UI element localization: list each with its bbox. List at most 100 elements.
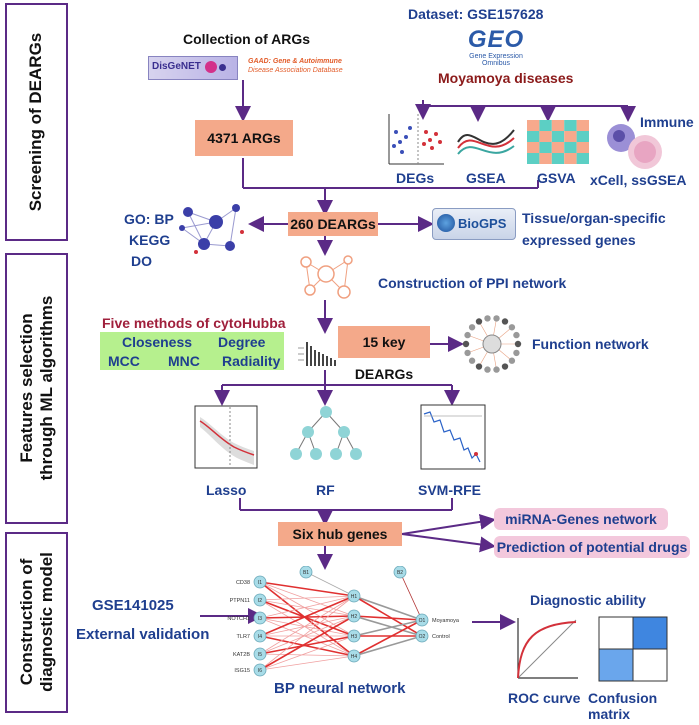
gsva-heatmap-cell — [527, 142, 540, 153]
nn-edge-hidden-output — [353, 619, 423, 637]
function-network-node — [514, 340, 522, 348]
nn-input-gene-label: CD38 — [236, 580, 250, 586]
nn-edge-input-hidden — [259, 617, 355, 657]
roc-curve-icon — [517, 618, 578, 679]
biogps-logo-icon — [437, 214, 455, 232]
nn-output-class-label: Moyamoya — [432, 618, 460, 624]
immune-cells-icon — [607, 124, 662, 169]
function-network-node — [468, 357, 476, 364]
gsva-heatmap-cell — [576, 142, 589, 153]
biogps-logo-text: BioGPS — [458, 216, 507, 231]
nn-edge-input-hidden — [259, 595, 355, 619]
nn-input-node — [253, 611, 267, 625]
nn-hidden-node — [347, 649, 361, 663]
ppi-label: Construction of PPI network — [378, 275, 567, 291]
nn-input-node — [253, 593, 267, 607]
nn-edge-hidden-output — [353, 615, 423, 637]
enrichment-kegg: KEGG — [129, 232, 171, 248]
gsva-heatmap-cell — [527, 153, 540, 164]
gaad-logo-line1: GAAD: Gene & Autoimmune — [248, 58, 342, 65]
function-network-node — [475, 318, 483, 325]
ml-rf-label: RF — [316, 482, 335, 498]
nn-edge-hidden-output — [353, 595, 423, 637]
gsva-heatmap-cell — [551, 153, 565, 164]
nn-edge-input-hidden — [259, 599, 355, 617]
nn-input-node-label: I3 — [258, 616, 262, 622]
nn-edge-input-hidden — [259, 615, 355, 637]
nn-hidden-node-label: H4 — [351, 654, 358, 660]
function-network-node — [468, 324, 476, 331]
dataset-title: Dataset: GSE157628 — [408, 6, 544, 22]
function-network-node — [508, 357, 516, 364]
args-count-box: 4371 ARGs — [195, 120, 293, 156]
disgenet-dot-icon-2 — [219, 64, 226, 71]
gsva-heatmap-cell — [576, 131, 589, 142]
gsva-heatmap-cell — [576, 120, 589, 131]
nn-edge-input-hidden — [259, 581, 355, 637]
drug-prediction-box: Prediction of potential drugs — [494, 536, 690, 558]
function-network-center — [482, 334, 502, 354]
ml-lasso-label: Lasso — [206, 482, 247, 498]
nn-hidden-node-label: H1 — [351, 594, 358, 600]
degs-label: DEGs — [396, 170, 435, 186]
nn-edge-input-hidden — [259, 635, 355, 655]
nn-edge-input-hidden — [259, 655, 355, 671]
gsva-heatmap-cell — [527, 131, 540, 142]
nn-hidden-node — [347, 609, 361, 623]
function-network-node — [464, 349, 471, 357]
ppi-network-icon — [300, 255, 353, 299]
nn-input-node-label: I5 — [258, 652, 262, 658]
disgenet-logo: DisGeNET — [148, 56, 238, 80]
section-frame-features — [5, 253, 68, 524]
function-network-node — [493, 366, 500, 373]
nn-edge-input-hidden — [259, 617, 355, 637]
tissue-label-line1: Tissue/organ-specific — [522, 210, 666, 226]
section-frame-diagnostic — [5, 532, 68, 713]
nn-bias-node-label: B2 — [397, 570, 403, 576]
bp-network-label: BP neural network — [274, 680, 406, 697]
nn-input-node-label: I6 — [258, 668, 262, 674]
dearg-count-box: 260 DEARGs — [288, 212, 378, 236]
lasso-plot-icon — [194, 405, 258, 469]
nn-edge-input-hidden — [259, 581, 355, 617]
cytohubba-radiality: Radiality — [222, 353, 281, 369]
function-network-node — [501, 318, 509, 325]
mirna-network-box: miRNA-Genes network — [494, 508, 668, 530]
roc-label: ROC curve — [508, 690, 581, 706]
degs-scatter-icon — [388, 114, 444, 165]
cytohubba-mnc: MNC — [168, 353, 200, 369]
gsva-heatmap-cell — [576, 153, 589, 164]
gsva-heatmap-cell — [564, 120, 577, 131]
key-dearg-box: 15 key DEARGs — [338, 326, 430, 382]
function-network-node — [484, 366, 491, 373]
gsva-label: GSVA — [537, 170, 576, 186]
function-network-node — [464, 331, 471, 339]
nn-edge-input-hidden — [259, 599, 355, 637]
nn-bias-node — [393, 566, 407, 579]
function-network-node — [462, 340, 470, 348]
gaad-logo-line2: Disease Association Database — [248, 67, 343, 74]
gsva-heatmap-cell — [539, 131, 552, 142]
function-network-icon — [462, 315, 522, 373]
enrichment-do: DO — [131, 253, 152, 269]
nn-edge-hidden-output — [353, 615, 423, 621]
nn-edge-hidden-output — [353, 635, 423, 657]
nn-edge-input-hidden — [259, 635, 355, 671]
cytohubba-mcc: MCC — [108, 353, 140, 369]
nn-edge-input-hidden — [259, 653, 355, 657]
gsva-heatmap-cell — [527, 120, 540, 131]
nn-output-class-label: Control — [432, 634, 450, 640]
nn-input-node — [253, 629, 267, 643]
tissue-label-line2: expressed genes — [522, 232, 636, 248]
nn-output-node-label: O2 — [419, 634, 426, 640]
nn-input-gene-label: ISG15 — [234, 668, 250, 674]
nn-edge-input-hidden — [259, 595, 355, 655]
nn-input-gene-label: KAT2B — [233, 652, 250, 658]
cytohubba-closeness: Closeness — [122, 334, 193, 350]
nn-edge-input-hidden — [259, 581, 355, 597]
key-dearg-barplot-icon — [298, 342, 336, 366]
nn-input-gene-label: NOTCH1 — [227, 616, 250, 622]
nn-input-node — [253, 575, 267, 589]
gsva-heatmap-cell — [564, 142, 577, 153]
